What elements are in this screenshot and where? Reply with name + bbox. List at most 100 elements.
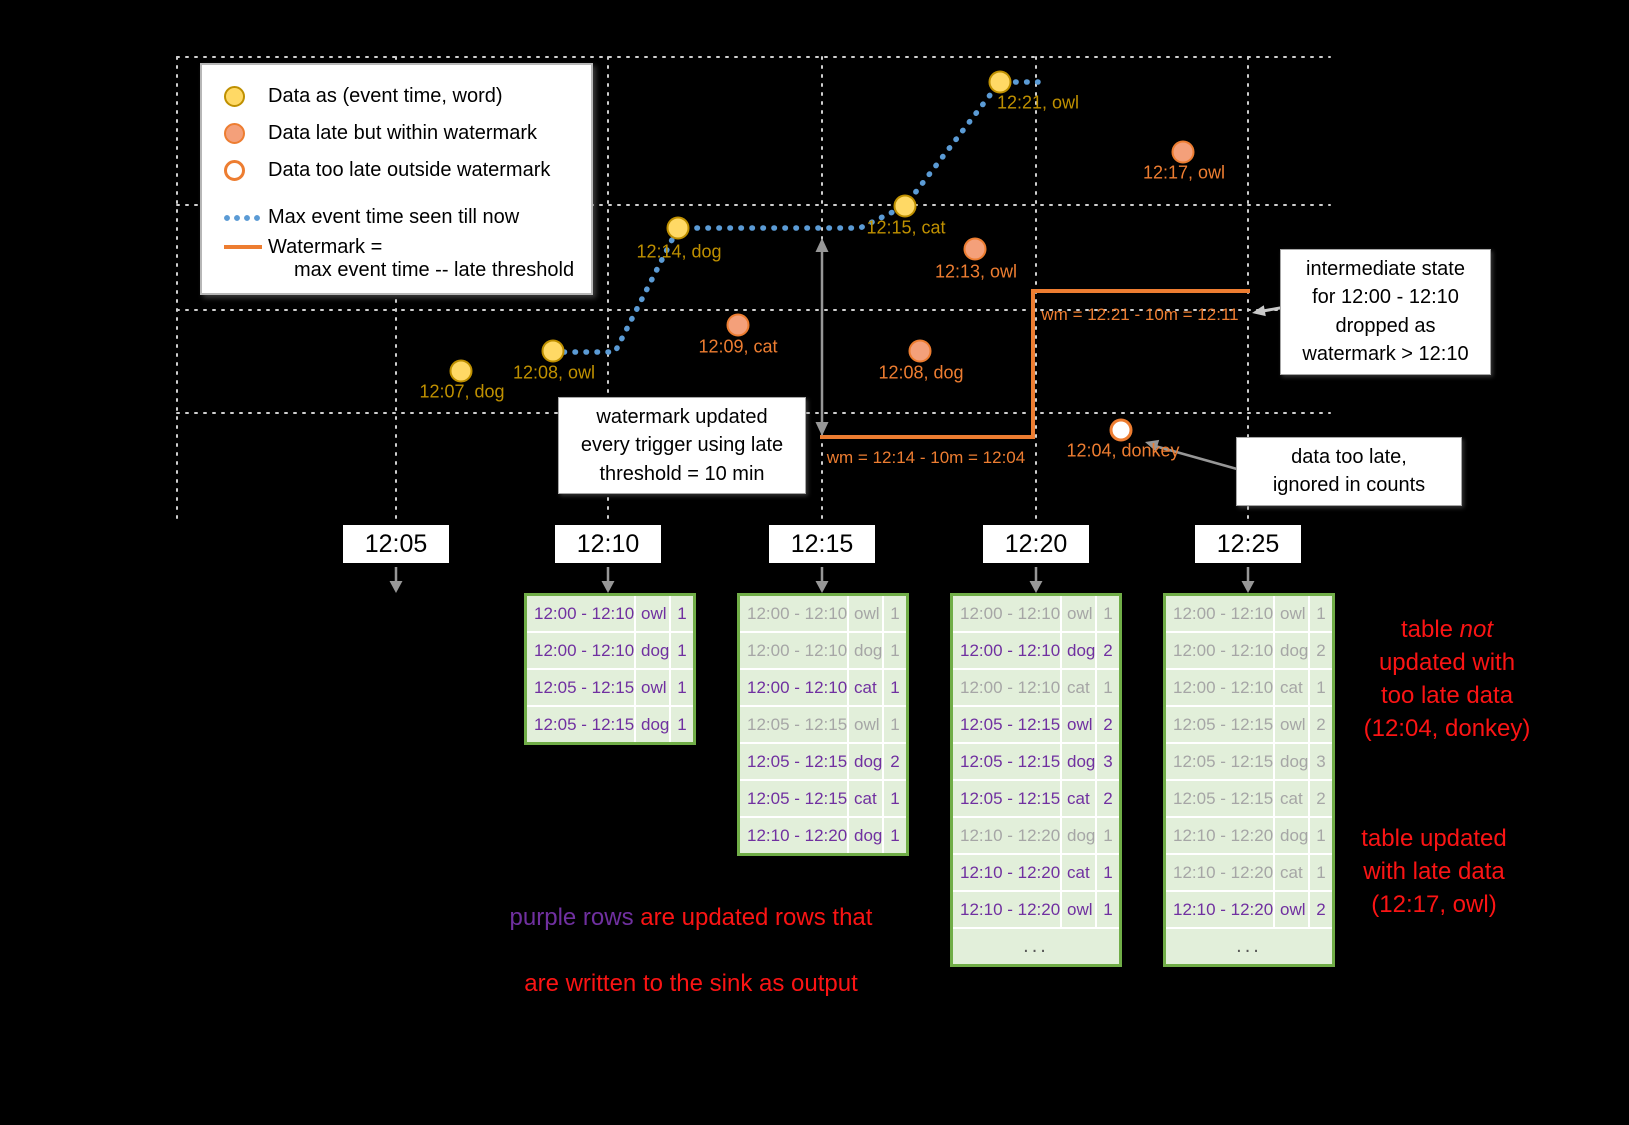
table-cell-word: dog xyxy=(1062,633,1095,668)
table-cell-win: 12:05 - 12:15 xyxy=(1166,744,1273,779)
callout-state-dropped: intermediate state for 12:00 - 12:10 dro… xyxy=(1280,249,1491,375)
data-point-12-13-owl xyxy=(963,237,987,261)
table-cell-win: 12:10 - 12:20 xyxy=(953,892,1060,927)
data-point-label: 12:17, owl xyxy=(1142,162,1226,183)
table-ellipsis-row: ... xyxy=(1166,929,1332,964)
table-cell-cnt: 1 xyxy=(884,633,906,668)
data-point-12-09-cat xyxy=(726,313,750,337)
table-cell-cnt: 1 xyxy=(884,670,906,705)
table-cell-word: owl xyxy=(849,707,882,742)
table-cell-cnt: 1 xyxy=(1310,855,1332,890)
table-cell-win: 12:00 - 12:10 xyxy=(953,596,1060,631)
table-cell-win: 12:10 - 12:20 xyxy=(953,818,1060,853)
legend-item-max-event-line: Max event time seen till now xyxy=(224,199,591,236)
legend-item-watermark-line: Watermark = max event time -- late thres… xyxy=(224,236,591,282)
time-label-1205: 12:05 xyxy=(343,525,449,563)
table-cell-win: 12:00 - 12:10 xyxy=(527,633,634,668)
data-point-label: 12:15, cat xyxy=(866,217,946,238)
table-cell-cnt: 1 xyxy=(884,596,906,631)
dotted-line-icon xyxy=(224,214,268,221)
legend-label: Data late but within watermark xyxy=(268,122,538,144)
ontime-point-icon xyxy=(224,86,268,107)
table-cell-word: dog xyxy=(849,744,882,779)
table-cell-word: owl xyxy=(1275,892,1308,927)
table-cell-win: 12:10 - 12:20 xyxy=(1166,818,1273,853)
table-cell-win: 12:05 - 12:15 xyxy=(953,744,1060,779)
table-cell-cnt: 2 xyxy=(1097,633,1119,668)
table-cell-word: cat xyxy=(1062,855,1095,890)
callout-data-too-late: data too late, ignored in counts xyxy=(1236,437,1462,506)
time-label-1225: 12:25 xyxy=(1195,525,1301,563)
data-point-label: 12:09, cat xyxy=(698,336,778,357)
data-point-label: 12:07, dog xyxy=(419,381,505,402)
table-cell-win: 12:00 - 12:10 xyxy=(953,670,1060,705)
table-cell-word: owl xyxy=(849,596,882,631)
too-late-callout-arrow xyxy=(1145,439,1238,471)
late-point-icon xyxy=(224,123,268,144)
table-cell-win: 12:05 - 12:15 xyxy=(740,744,847,779)
legend-label: Data as (event time, word) xyxy=(268,85,503,107)
table-cell-win: 12:05 - 12:15 xyxy=(1166,707,1273,742)
table-cell-cnt: 1 xyxy=(1310,596,1332,631)
table-cell-cnt: 1 xyxy=(671,670,693,705)
callout-watermark-trigger: watermark updated every trigger using la… xyxy=(558,397,806,495)
table-cell-cnt: 1 xyxy=(1097,818,1119,853)
table-cell-cnt: 1 xyxy=(884,781,906,816)
legend-item-toolate: Data too late outside watermark xyxy=(224,152,591,189)
legend: Data as (event time, word) Data late but… xyxy=(200,63,593,295)
data-point-label: 12:21, owl xyxy=(996,92,1080,113)
table-cell-word: dog xyxy=(636,633,669,668)
table-cell-word: cat xyxy=(849,781,882,816)
table-cell-cnt: 1 xyxy=(671,596,693,631)
table-cell-cnt: 3 xyxy=(1310,744,1332,779)
table-cell-word: owl xyxy=(636,670,669,705)
table-cell-cnt: 1 xyxy=(884,818,906,853)
table-cell-word: owl xyxy=(636,596,669,631)
table-cell-cnt: 1 xyxy=(1097,670,1119,705)
table-cell-win: 12:00 - 12:10 xyxy=(740,633,847,668)
table-cell-cnt: 2 xyxy=(884,744,906,779)
table-cell-win: 12:05 - 12:15 xyxy=(953,781,1060,816)
table-cell-word: cat xyxy=(1275,781,1308,816)
table-cell-win: 12:05 - 12:15 xyxy=(527,707,634,742)
table-cell-word: owl xyxy=(1062,892,1095,927)
table-cell-win: 12:05 - 12:15 xyxy=(527,670,634,705)
table-cell-cnt: 1 xyxy=(1097,596,1119,631)
watermark-line xyxy=(820,289,1250,439)
data-point-12-15-cat xyxy=(893,194,917,218)
table-cell-win: 12:00 - 12:10 xyxy=(1166,670,1273,705)
table-cell-win: 12:10 - 12:20 xyxy=(953,855,1060,890)
data-point-12-07-dog xyxy=(449,359,473,383)
table-cell-win: 12:00 - 12:10 xyxy=(953,633,1060,668)
watermark-value-label-2: wm = 12:21 - 10m = 12:11 xyxy=(1041,305,1239,324)
table-cell-win: 12:10 - 12:20 xyxy=(1166,855,1273,890)
table-ellipsis-row: ... xyxy=(953,929,1119,964)
data-point-12-08-owl xyxy=(541,339,565,363)
time-label-1215: 12:15 xyxy=(769,525,875,563)
table-cell-win: 12:00 - 12:10 xyxy=(740,670,847,705)
table-cell-cnt: 1 xyxy=(1310,670,1332,705)
table-cell-cnt: 1 xyxy=(671,707,693,742)
